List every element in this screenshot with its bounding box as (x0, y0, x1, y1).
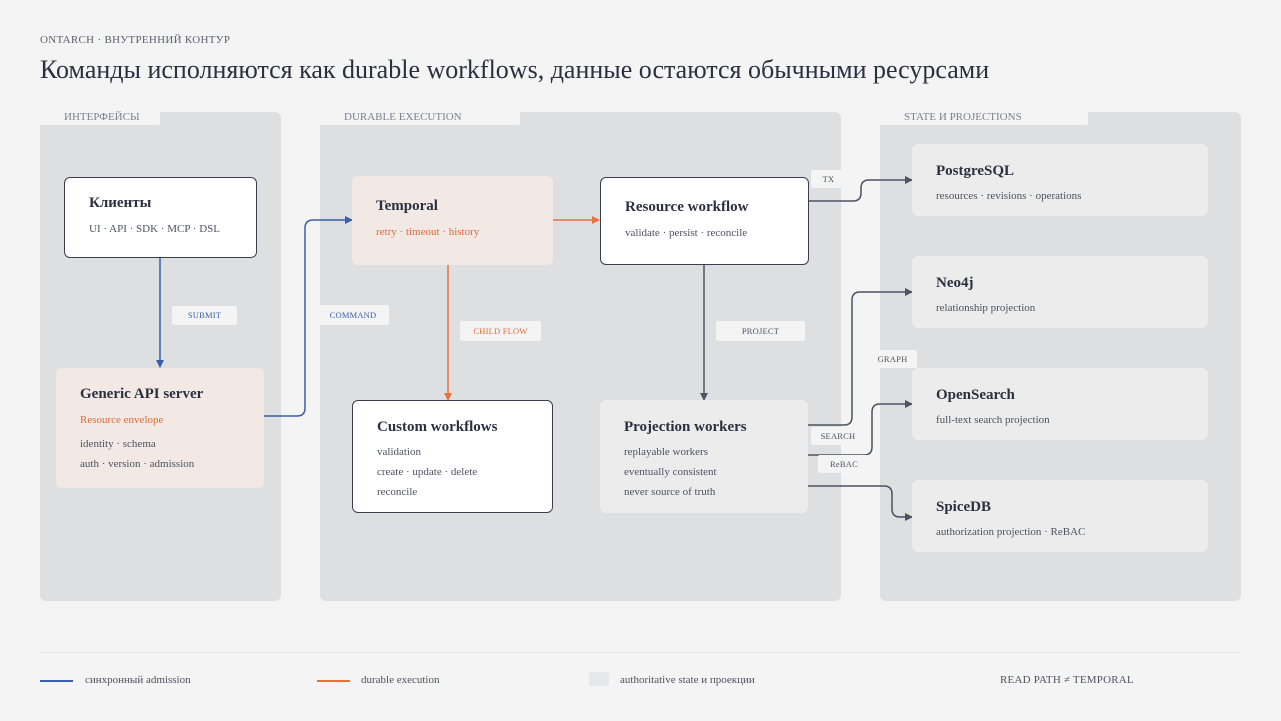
edge-label-rebac: ReBAC (818, 455, 870, 473)
legend-note: READ PATH ≠ TEMPORAL (1000, 674, 1134, 686)
node-resource-workflow-name: Resource workflow (625, 199, 749, 215)
node-api-server-line1: Resource envelope (80, 414, 164, 426)
edge-label-search: SEARCH (811, 427, 865, 445)
node-projection-workers-line1: replayable workers (624, 446, 708, 458)
node-custom-workflows-line1: validation (377, 446, 421, 458)
node-postgresql-line1: resources · revisions · operations (936, 190, 1082, 202)
edge-tx (809, 176, 913, 202)
legend-divider (40, 652, 1240, 653)
page-title: Команды исполняются как durable workflow… (40, 55, 990, 84)
edge-label-submit: SUBMIT (172, 306, 237, 325)
node-neo4j-line1: relationship projection (936, 302, 1036, 314)
legend-state-swatch (589, 672, 609, 686)
node-spicedb-name: SpiceDB (936, 499, 992, 515)
node-opensearch-name: OpenSearch (936, 387, 1015, 403)
node-temporal-name: Temporal (376, 198, 438, 214)
node-opensearch-line1: full-text search projection (936, 414, 1050, 426)
node-projection-workers-name: Projection workers (624, 419, 747, 435)
node-custom-workflows-line3: reconcile (377, 486, 418, 498)
node-temporal: Temporal retry · timeout · history (352, 176, 553, 265)
edge-search (808, 400, 913, 456)
node-opensearch: OpenSearch full-text search projection (912, 368, 1208, 440)
node-neo4j: Neo4j relationship projection (912, 256, 1208, 328)
kicker: ONTARCH · ВНУТРЕННИЙ КОНТУР (40, 34, 231, 46)
node-temporal-line1: retry · timeout · history (376, 226, 480, 238)
edge-graph (808, 288, 913, 426)
legend-state-label: authoritative state и проекции (620, 674, 755, 686)
node-projection-workers: Projection workers replayable workers ev… (600, 400, 808, 513)
node-clients: Клиенты UI · API · SDK · MCP · DSL (64, 177, 257, 258)
node-api-server: Generic API server Resource envelope ide… (56, 368, 264, 488)
node-custom-workflows-name: Custom workflows (377, 419, 498, 435)
legend-durable-label: durable execution (361, 674, 440, 686)
node-custom-workflows-line2: create · update · delete (377, 466, 478, 478)
node-spicedb-line1: authorization projection · ReBAC (936, 526, 1086, 538)
node-postgresql: PostgreSQL resources · revisions · opera… (912, 144, 1208, 216)
node-clients-line1: UI · API · SDK · MCP · DSL (89, 223, 220, 235)
edge-label-child-flow: CHILD FLOW (460, 321, 541, 341)
panel-durable-label: DURABLE EXECUTION (320, 112, 520, 125)
edge-label-tx: TX (811, 170, 846, 188)
node-resource-workflow-line1: validate · persist · reconcile (625, 227, 748, 239)
legend-sync-swatch (40, 680, 73, 682)
node-neo4j-name: Neo4j (936, 275, 974, 291)
node-clients-name: Клиенты (89, 195, 152, 211)
node-resource-workflow: Resource workflow validate · persist · r… (600, 177, 809, 265)
edge-label-project: PROJECT (716, 321, 805, 341)
edge-label-graph: GRAPH (868, 350, 917, 368)
edge-command (264, 216, 353, 417)
edge-rebac (808, 485, 913, 521)
node-projection-workers-line3: never source of truth (624, 486, 716, 498)
panel-state-label: STATE И PROJECTIONS (880, 112, 1088, 125)
edge-label-command: COMMAND (317, 305, 389, 325)
node-api-server-line3: auth · version · admission (80, 458, 195, 470)
panel-interfaces-label: ИНТЕРФЕЙСЫ (40, 112, 160, 125)
legend-durable-swatch (317, 680, 350, 682)
node-api-server-line2: identity · schema (80, 438, 156, 450)
node-postgresql-name: PostgreSQL (936, 163, 1015, 179)
node-projection-workers-line2: eventually consistent (624, 466, 717, 478)
node-api-server-name: Generic API server (80, 386, 204, 402)
node-custom-workflows: Custom workflows validation create · upd… (352, 400, 553, 513)
legend-sync-label: синхронный admission (85, 674, 191, 686)
node-spicedb: SpiceDB authorization projection · ReBAC (912, 480, 1208, 552)
